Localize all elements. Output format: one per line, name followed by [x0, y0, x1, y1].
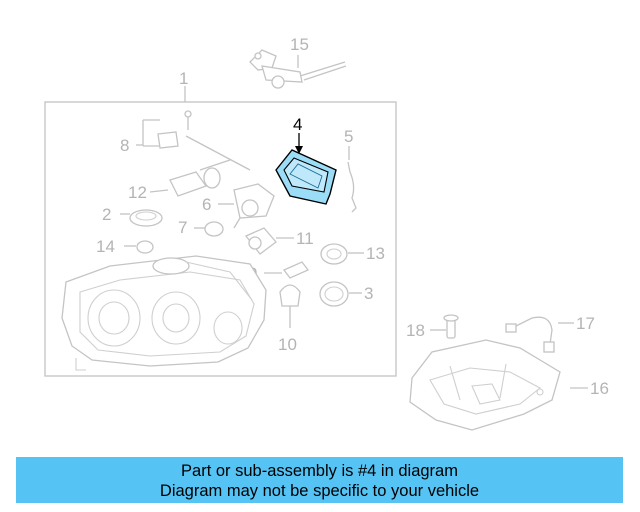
callout-13: 13	[366, 244, 385, 263]
callout-7: 7	[178, 218, 187, 237]
part-10-turn-bulb	[279, 284, 301, 328]
callout-11: 11	[296, 229, 314, 248]
part-17-harness	[505, 316, 555, 353]
callout-5: 5	[344, 127, 353, 146]
callout-16: 16	[590, 379, 609, 398]
banner-line-2: Diagram may not be specific to your vehi…	[159, 482, 480, 500]
part-7-ring	[204, 221, 224, 237]
callout-17: 17	[576, 314, 595, 333]
callout-4: 4	[293, 115, 302, 134]
part-11-bulb	[244, 227, 277, 255]
callout-1: 1	[179, 69, 188, 88]
assembly-frame	[44, 101, 397, 377]
banner-line-1: Part or sub-assembly is #4 in diagram	[181, 462, 458, 480]
callout-18: 18	[406, 321, 425, 340]
part-6-socket	[233, 183, 275, 229]
callout-2: 2	[102, 205, 111, 224]
callout-12: 12	[128, 183, 147, 202]
part-8-screws	[157, 110, 251, 171]
callout-10: 10	[278, 335, 297, 354]
part-16-bracket	[409, 339, 561, 431]
part-13-socket	[320, 243, 348, 265]
parts-diagram: 1 15 8 12 6 2 7	[44, 35, 609, 431]
callout-3: 3	[364, 284, 373, 303]
part-12-bulb	[169, 159, 231, 197]
info-banner: Part or sub-assembly is #4 in diagram Di…	[16, 457, 623, 503]
part-4-cover-highlighted	[275, 149, 337, 205]
part-3-ring	[319, 281, 349, 307]
callout-14: 14	[96, 237, 115, 256]
part-18-clip	[443, 314, 459, 339]
part-9-side-bulb	[282, 261, 310, 279]
callout-8: 8	[120, 136, 129, 155]
part-14-grommet	[136, 240, 154, 254]
callout-15: 15	[290, 35, 309, 54]
callout-6: 6	[202, 195, 211, 214]
part-5-bracket	[347, 161, 357, 213]
headlamp-housing	[61, 255, 267, 371]
part-2-cap	[129, 209, 163, 227]
part-15-leveling-motor	[249, 49, 347, 89]
